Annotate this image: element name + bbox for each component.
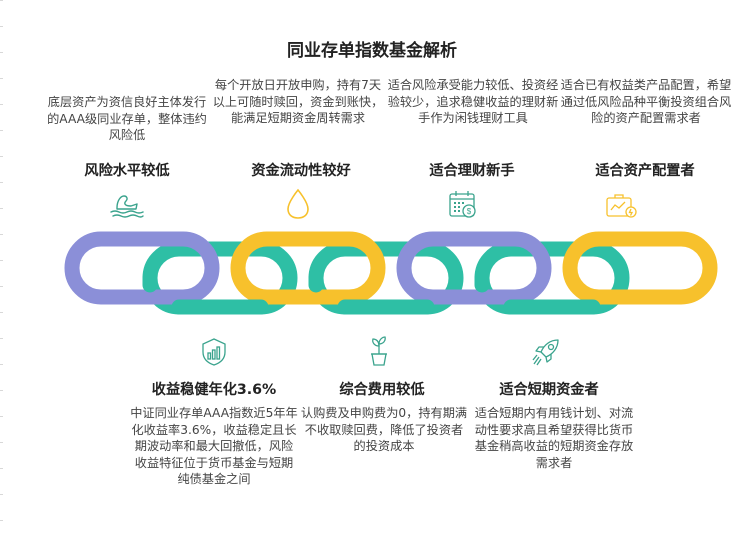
bottom-desc-2: 认购费及申购费为0，持有期满不收取赎回费，降低了投资者的投资成本 [300, 406, 468, 453]
chain-link-yellow-1 [230, 231, 386, 305]
top-desc-4: 适合已有权益类产品配置，希望通过低风险品种平衡投资组合风险的资产配置需求者 [560, 78, 732, 125]
chain-link-purple-2 [396, 231, 552, 305]
bottom-desc-3: 适合短期内有用钱计划、对流动性要求高且希望获得比货币基金稍高收益的短期资金存放需… [474, 406, 634, 470]
boat-water-icon [110, 195, 144, 218]
top-heading-2: 资金流动性较好 [251, 163, 351, 179]
briefcase-chart-icon [606, 194, 637, 218]
top-heading-3: 适合理财新手 [429, 163, 515, 179]
calendar-money-icon: $ [449, 191, 476, 218]
top-heading-1: 风险水平较低 [84, 163, 170, 179]
rocket-icon [532, 339, 559, 366]
page-title: 同业存单指数基金解析 [287, 41, 457, 61]
bottom-heading-3: 适合短期资金者 [499, 382, 599, 398]
potted-plant-icon [371, 336, 387, 366]
bottom-desc-1: 中证同业存单AAA指数近5年年化收益率3.6%，收益稳定且长期波动率和最大回撤低… [130, 406, 298, 486]
svg-text:$: $ [467, 207, 472, 216]
bottom-heading-1: 收益稳健年化3.6% [151, 382, 277, 398]
top-desc-3: 适合风险承受能力较低、投资经验较少，追求稳健收益的理财新手作为闲钱理财工具 [387, 78, 559, 125]
bottom-heading-2: 综合费用较低 [339, 382, 425, 398]
top-heading-4: 适合资产配置者 [595, 163, 695, 179]
edge-dots [0, 0, 3, 539]
chain-link-purple-1 [64, 231, 220, 305]
water-drop-icon [287, 188, 309, 219]
chain-link-yellow-2 [562, 231, 718, 305]
top-desc-2: 每个开放日开放申购，持有7天以上可随时赎回，资金到账快，能满足短期资金周转需求 [212, 78, 384, 125]
growth-chart-icon [202, 338, 226, 366]
top-desc-1: 底层资产为资信良好主体发行的AAA级同业存单，整体违约风险低 [47, 95, 207, 142]
